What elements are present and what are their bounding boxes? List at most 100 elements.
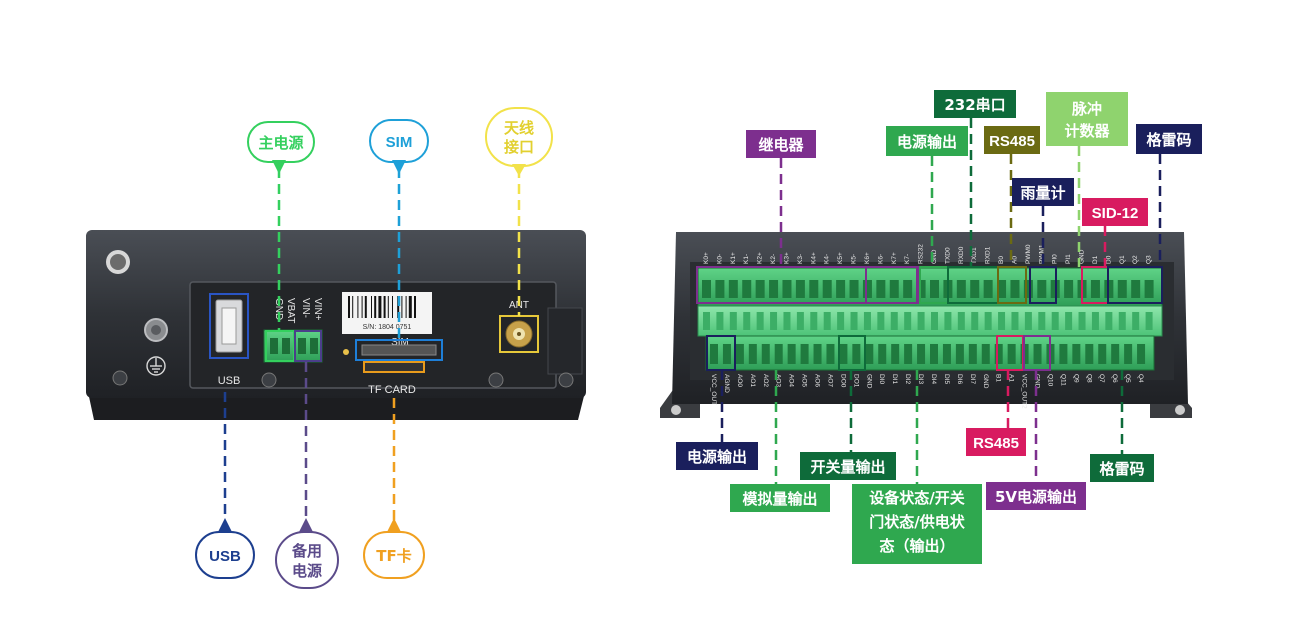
terminal-slot [823, 312, 831, 330]
top-pin-label: D0 [1105, 255, 1112, 264]
top-pin-label: B0 [998, 256, 1005, 264]
terminal-slot [957, 312, 965, 330]
terminal-screw [983, 280, 993, 298]
ground-icon [146, 356, 166, 376]
terminal-slot [770, 312, 778, 330]
device-status-line3: 态（输出） [879, 537, 954, 555]
terminal-screw [1064, 280, 1074, 298]
bottom-pin-label: Q11 [1059, 374, 1066, 386]
terminal-slot [1011, 312, 1019, 330]
top-pin-label: K0- [716, 254, 723, 264]
bottom-pin-label: AO4 [788, 374, 795, 387]
terminal-screw [742, 280, 752, 298]
top-pin-label: K5+ [837, 252, 844, 264]
terminal-screw [903, 280, 913, 298]
sim-callout: SIM [386, 134, 413, 151]
top-pin-label: RXD1 [985, 246, 992, 264]
pulse-counter-line2: 计数器 [1064, 122, 1110, 140]
top-pin-label: RS232 [918, 244, 925, 264]
callout-232-serial: 232串口 [934, 90, 1016, 118]
terminal-screw [904, 344, 913, 364]
terminal-screw [891, 344, 900, 364]
bubble-usb: USB [195, 518, 255, 579]
terminal-slot [1132, 312, 1140, 330]
terminal-slot [1091, 312, 1099, 330]
terminal-slot [984, 312, 992, 330]
callout-sdi12: SID-12 [1082, 198, 1148, 226]
terminal-slot [729, 312, 737, 330]
terminal-screw [1037, 280, 1047, 298]
barcode-sticker: S/N: 1804 0751 [342, 292, 432, 334]
callout-device-status: 设备状态/开关 门状态/供电状 态（输出） [852, 484, 982, 564]
right-device: K0+K0-K1+K1-K2+K2-K3+K3-K4+K4-K5+K5-K6+K… [660, 232, 1192, 418]
terminal-screw [956, 280, 966, 298]
pin-vin-plus: VIN+ [312, 298, 323, 321]
top-pin-label: Q1 [1119, 255, 1126, 264]
bottom-pin-label: DI4 [930, 374, 937, 385]
terminal-screw [1124, 344, 1133, 364]
terminal-screw [782, 280, 792, 298]
antenna-callout-line2: 接口 [504, 138, 534, 156]
terminal-screw [769, 280, 779, 298]
terminal-screw [1098, 344, 1107, 364]
bottom-pin-label: AO6 [814, 374, 821, 387]
terminal-screw [826, 344, 835, 364]
panel-screws [112, 370, 574, 388]
callout-switch-output: 开关量输出 [800, 452, 896, 480]
terminal-screw [1010, 280, 1020, 298]
bubble-backup-power: 备用 电源 [275, 518, 339, 589]
sdi12-label: SID-12 [1092, 205, 1139, 222]
bottom-pin-label: AO0 [736, 374, 743, 387]
power-terminal: GND VBAT VIN- VIN+ [263, 298, 323, 363]
right-callout-lines [720, 118, 1162, 484]
top-pin-labels: K0+K0-K1+K1-K2+K2-K3+K3-K4+K4-K5+K5-K6+K… [703, 244, 1153, 264]
terminal-slot [944, 312, 952, 330]
callout-power-output-bottom: 电源输出 [676, 442, 758, 470]
callout-rain-gauge: 雨量计 [1012, 178, 1074, 206]
usb-callout: USB [209, 548, 241, 565]
terminal-screw [715, 280, 725, 298]
terminal-slot [1105, 312, 1113, 330]
terminal-screw [930, 280, 939, 298]
terminal-screw [755, 280, 765, 298]
usb-port: USB [209, 293, 249, 387]
bottom-pin-label: DI1 [891, 374, 898, 385]
bottom-pin-label: DI5 [943, 374, 950, 385]
terminal-screw [849, 280, 859, 298]
terminal-screw [1111, 344, 1120, 364]
terminal-slot [703, 312, 710, 330]
terminal-screw [916, 280, 926, 298]
left-device-base [88, 392, 585, 420]
top-pin-label: D1 [1092, 255, 1099, 264]
terminal-slot [904, 312, 912, 330]
callout-power-output-top: 电源输出 [886, 126, 968, 156]
top-pin-label: K4- [824, 254, 831, 264]
terminal-screw [997, 280, 1007, 298]
device-status-line1: 设备状态/开关 [869, 489, 964, 507]
bottom-pin-label: A1 [1008, 374, 1015, 382]
top-highlight-boxes [696, 266, 1163, 304]
top-pin-label: K3+ [783, 252, 790, 264]
terminal-screw [994, 344, 1003, 364]
terminal-screw [1072, 344, 1081, 364]
terminal-screw [813, 344, 822, 364]
gray-code-bottom-label: 格雷码 [1099, 460, 1144, 478]
terminal-screw [862, 280, 872, 298]
bottom-pin-label: AO3 [775, 374, 782, 387]
callout-gray-code-top: 格雷码 [1136, 124, 1202, 154]
tf-card-label: TF CARD [368, 384, 416, 396]
terminal-screw [735, 344, 744, 364]
bottom-pin-label: DO0 [839, 374, 846, 388]
top-pin-label: K5- [851, 254, 858, 264]
top-pin-label: PI0 [1052, 254, 1059, 264]
bottom-pin-label: Q5 [1124, 374, 1131, 383]
terminal-slot [971, 312, 979, 330]
top-pin-label: K1- [743, 254, 750, 264]
terminal-slot [1065, 312, 1073, 330]
top-pin-label: K7+ [891, 252, 898, 264]
terminal-screw [955, 344, 964, 364]
top-pin-label: K6+ [864, 252, 871, 264]
terminal-slot [810, 312, 818, 330]
bottom-pin-label: Q10 [1046, 374, 1053, 387]
callout-rs485-bottom: RS485 [966, 428, 1026, 456]
